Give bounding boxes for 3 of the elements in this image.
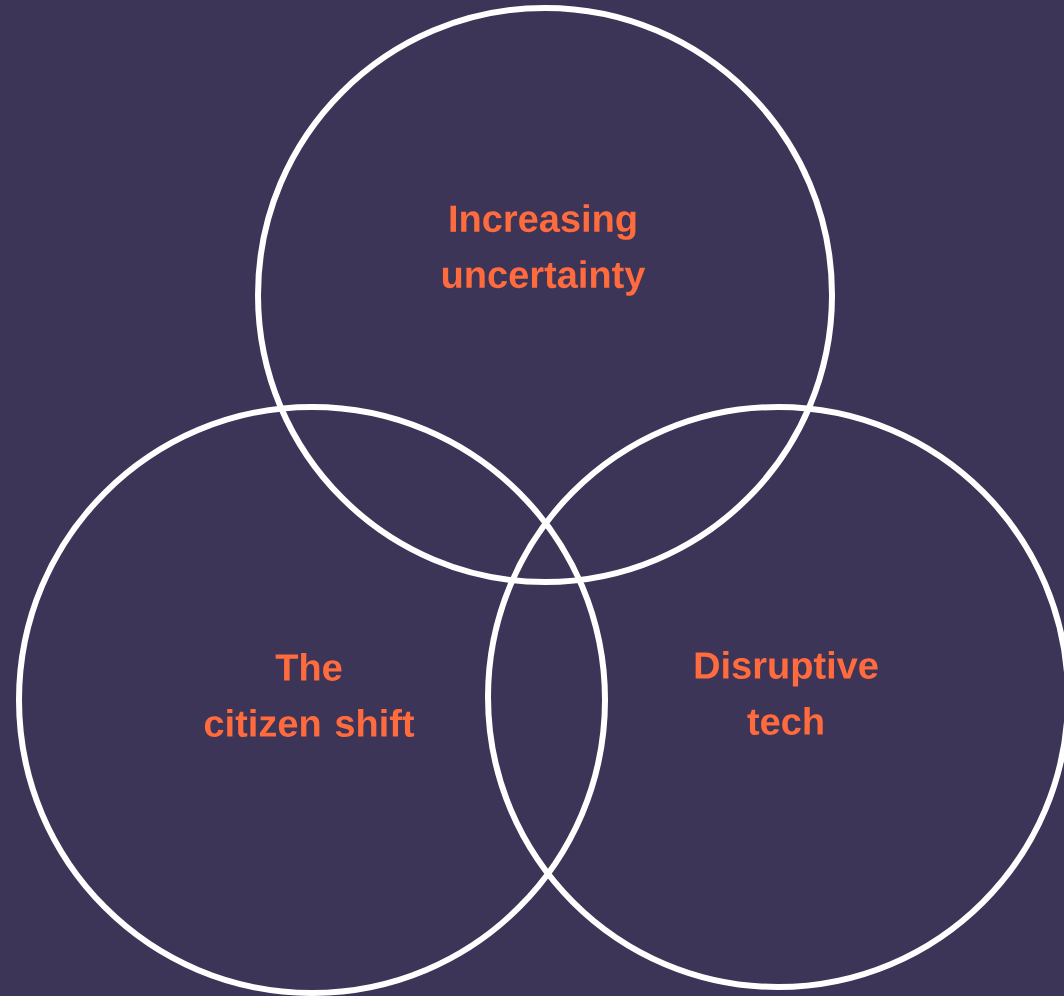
circle-label: Disruptive tech (695, 651, 878, 735)
circle-label: Increasing uncertainty (442, 204, 646, 296)
circle-label: The citizen shift (204, 653, 415, 737)
